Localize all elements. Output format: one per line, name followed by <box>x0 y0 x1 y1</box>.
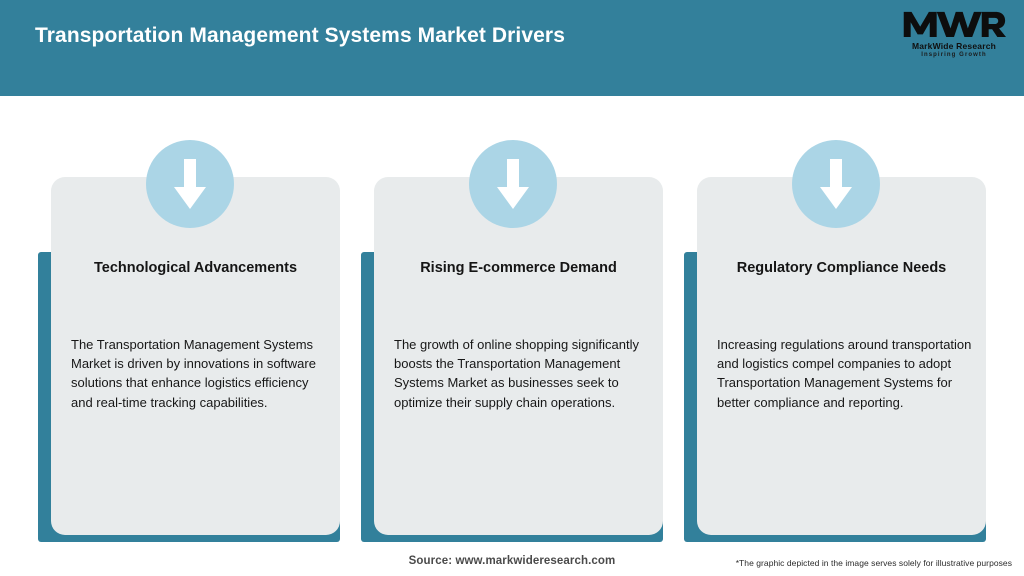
down-arrow-icon <box>146 140 234 228</box>
page-title: Transportation Management Systems Market… <box>35 24 565 47</box>
markwide-research-logo: MarkWide Research Inspiring Growth <box>902 8 1006 62</box>
driver-card-1[interactable]: Technological Advancements The Transport… <box>38 140 340 542</box>
card-body-text: The Transportation Management Systems Ma… <box>71 337 316 410</box>
logo-company-name: MarkWide Research <box>911 41 997 51</box>
down-arrow-glyph <box>497 159 529 209</box>
down-arrow-icon <box>792 140 880 228</box>
mwr-logo-icon <box>903 11 1006 37</box>
driver-card-3[interactable]: Regulatory Compliance Needs Increasing r… <box>684 140 986 542</box>
down-arrow-glyph <box>174 159 206 209</box>
card-title: Technological Advancements <box>93 260 298 276</box>
card-body-text: Increasing regulations around transporta… <box>717 337 972 410</box>
card-title: Rising E-commerce Demand <box>420 260 617 276</box>
card-title: Regulatory Compliance Needs <box>736 260 947 276</box>
driver-card-2[interactable]: Rising E-commerce Demand The growth of o… <box>361 140 663 542</box>
card-surface: Technological Advancements The Transport… <box>51 177 340 535</box>
down-arrow-glyph <box>820 159 852 209</box>
card-body-text: The growth of online shopping significan… <box>394 337 639 410</box>
source-label: Source: www.markwideresearch.com <box>408 555 616 567</box>
logo-tagline: Inspiring Growth <box>921 52 987 58</box>
disclaimer-note: *The graphic depicted in the image serve… <box>735 558 1012 568</box>
card-surface: Rising E-commerce Demand The growth of o… <box>374 177 663 535</box>
driver-cards-row: Technological Advancements The Transport… <box>0 140 1024 550</box>
card-surface: Regulatory Compliance Needs Increasing r… <box>697 177 986 535</box>
header-bar: Transportation Management Systems Market… <box>0 0 1024 96</box>
down-arrow-icon <box>469 140 557 228</box>
